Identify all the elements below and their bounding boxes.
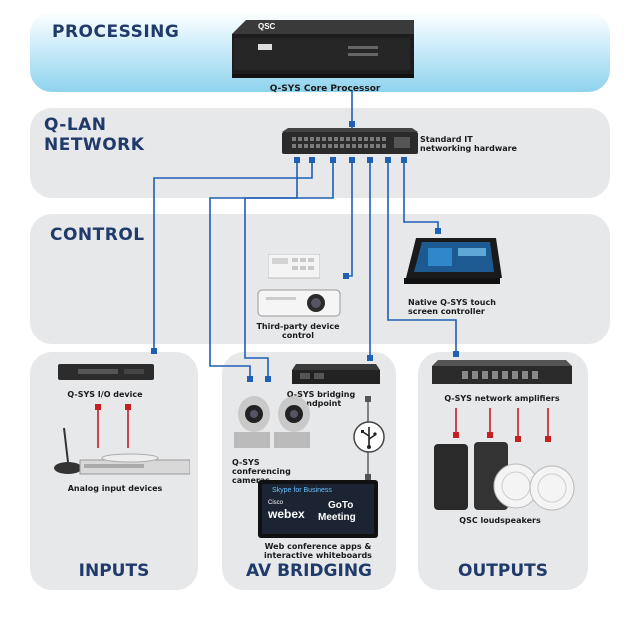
analog-devices-image — [50, 422, 191, 478]
processing-title: PROCESSING — [52, 22, 180, 42]
cameras-image — [232, 392, 316, 452]
projector-image — [256, 284, 342, 320]
control-title: CONTROL — [50, 225, 145, 245]
touch-screen-label: Native Q-SYS touch screen controller — [408, 298, 496, 317]
inputs-title: INPUTS — [78, 561, 150, 581]
amplifiers-image — [432, 360, 572, 386]
qlan-title: Q-LAN NETWORK — [44, 115, 145, 155]
cameras-label: Q-SYS conferencing cameras — [232, 458, 291, 486]
core-processor-image: QSC — [228, 20, 414, 80]
av-bridging-band — [222, 352, 396, 590]
core-processor-label: Q-SYS Core Processor — [269, 84, 381, 94]
analog-devices-label: Analog input devices — [67, 484, 163, 493]
web-apps-label: Web conference apps & interactive whiteb… — [264, 542, 372, 561]
network-switch-image — [282, 128, 418, 158]
qsc-logo: QSC — [258, 22, 276, 31]
io-device-image — [58, 362, 154, 382]
outputs-title: OUTPUTS — [458, 561, 548, 581]
third-party-label: Third-party device control — [256, 322, 340, 341]
bridging-endpoint-label: Q-SYS bridging endpoint — [286, 390, 356, 409]
switch-label: Standard IT networking hardware — [420, 135, 517, 154]
goto-logo-line1: GoTo — [328, 500, 354, 511]
bridging-endpoint-image — [292, 364, 380, 386]
webex-logo: webex — [268, 507, 305, 521]
control-band — [30, 214, 610, 344]
cisco-logo: Cisco — [268, 500, 284, 506]
keypad-image — [267, 253, 321, 280]
web-conference-display: Skype for Business Cisco webex GoTo Meet… — [258, 480, 378, 538]
av-bridging-title: AV BRIDGING — [245, 561, 373, 581]
loudspeakers-label: QSC loudspeakers — [459, 516, 541, 525]
loudspeakers-image — [432, 440, 578, 512]
amplifiers-label: Q-SYS network amplifiers — [444, 394, 560, 403]
goto-logo-line2: Meeting — [318, 512, 356, 523]
touch-screen-image — [402, 238, 502, 286]
usb-icon — [352, 420, 386, 454]
io-device-label: Q-SYS I/O device — [67, 390, 143, 399]
skype-logo: Skype for Business — [272, 487, 332, 494]
